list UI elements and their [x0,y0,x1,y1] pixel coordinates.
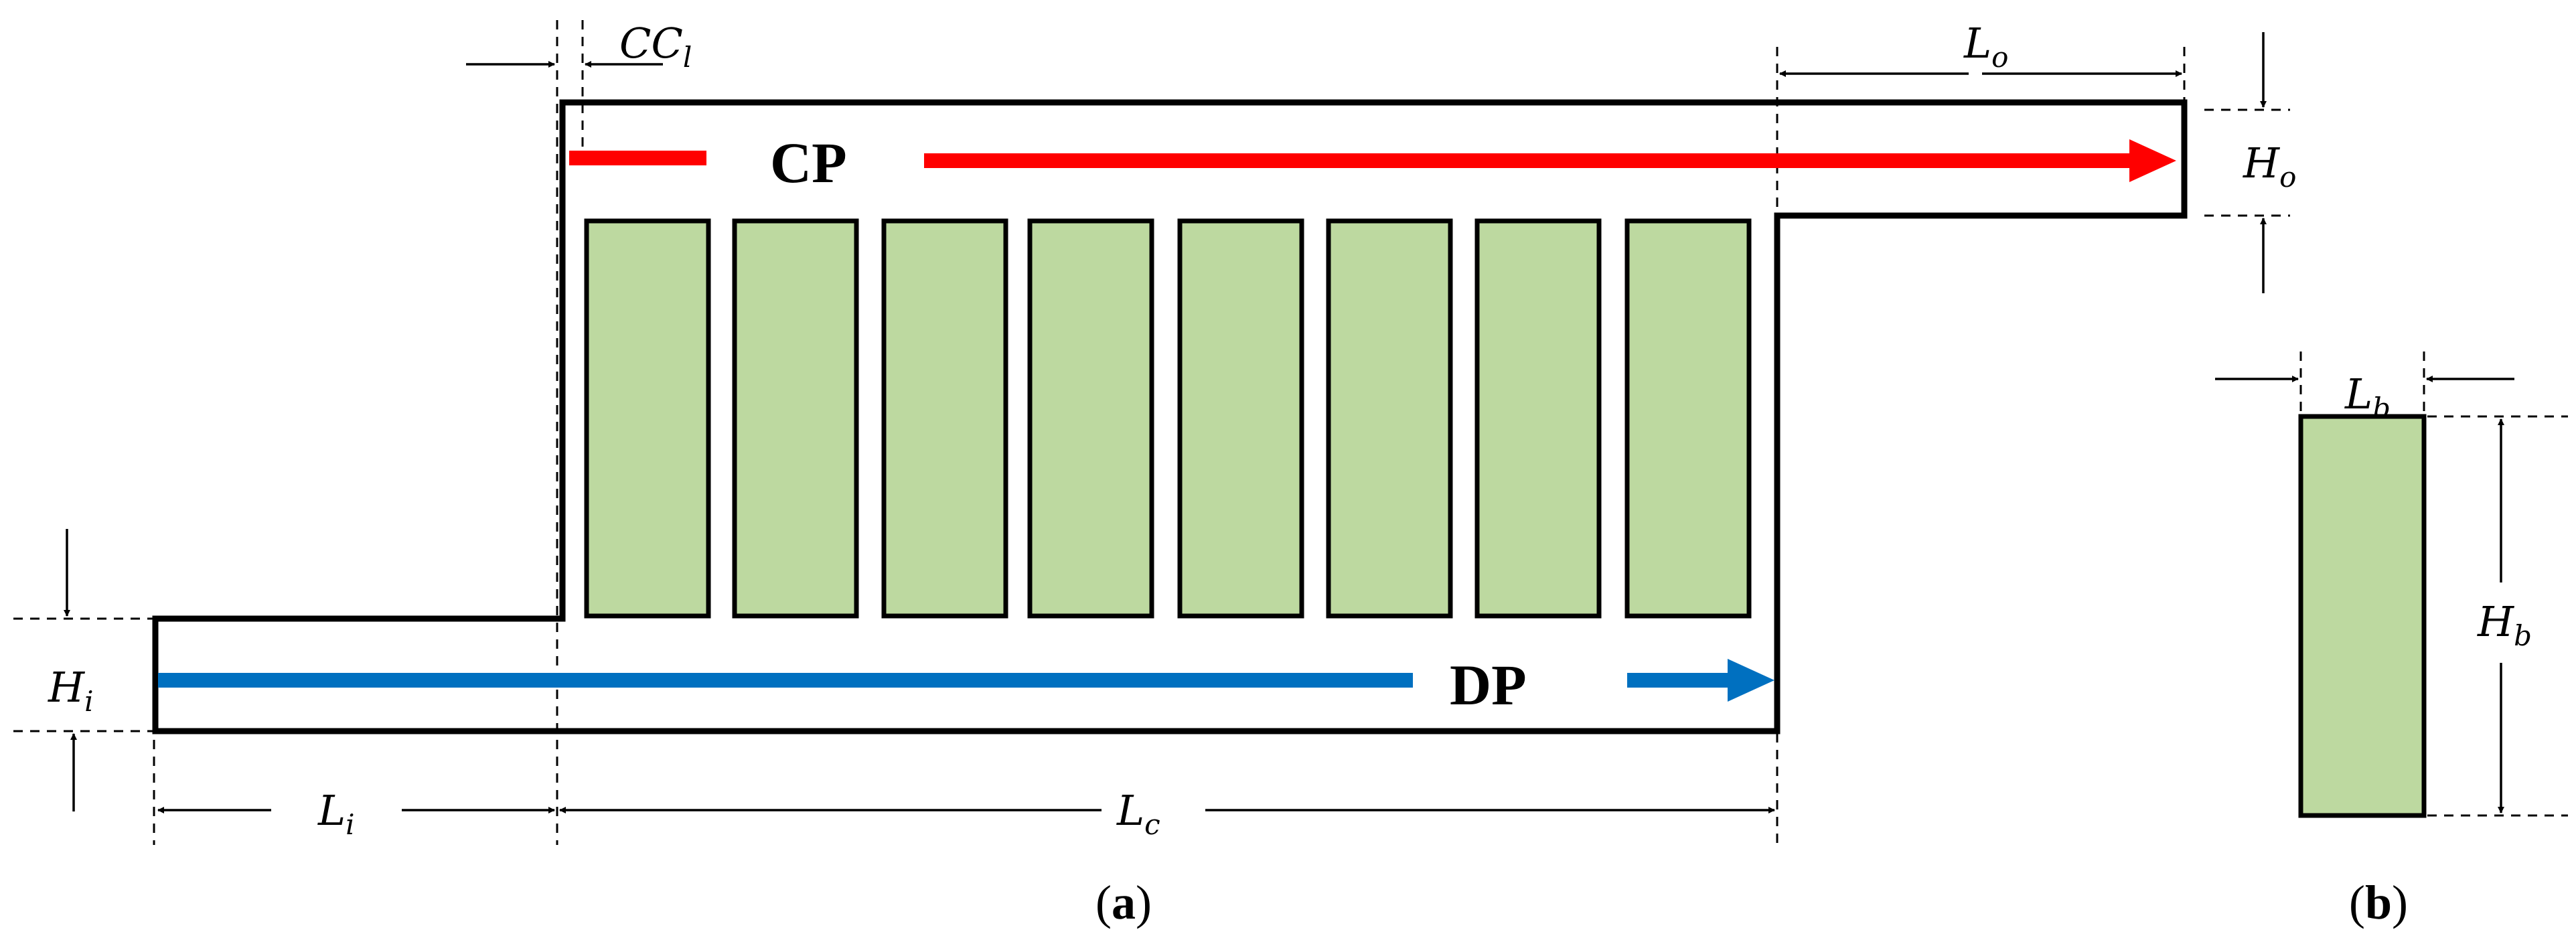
cp-arrow-head [2129,139,2176,182]
battery-cell [1624,218,1752,619]
battery-cell [584,218,711,619]
ho-label: Ho [2243,139,2296,193]
lb-dimension: Lb [2215,370,2514,424]
dp-label: DP [1450,653,1527,717]
hi-label: Hi [48,663,94,718]
cp-flow: CP [569,131,2176,195]
dp-arrow-head [1728,659,1774,702]
channel-outline [152,99,2188,734]
battery-cell [1326,218,1453,619]
panel-b-caption: (b) [2349,876,2408,929]
panel-b-extension-lines [2299,352,2568,817]
lb-label: Lb [2344,370,2391,424]
panel-a-caption: (a) [1095,876,1152,929]
battery-cell [1027,218,1154,619]
battery-cell [1474,218,1602,619]
li-label: Li [317,786,355,841]
lo-label: Lo [1963,19,2008,74]
extension-lines [13,20,2290,845]
lo-dimension: Lo [1779,19,2182,77]
hb-dimension: Hb [2477,418,2532,813]
battery-cell [1177,218,1304,619]
lc-dimension: Lc [559,786,1775,841]
ho-dimension: Ho [2243,32,2296,293]
cc-label: CCl [619,19,692,74]
single-battery-cell [2298,414,2427,818]
battery-cell [881,218,1008,619]
battery-cell [732,218,859,619]
dp-flow: DP [158,653,1774,717]
li-dimension: Li [157,786,555,841]
lc-label: Lc [1116,786,1160,841]
hb-label: Hb [2477,597,2532,652]
cp-label: CP [770,131,847,195]
battery-cells [584,218,1752,619]
cc-dimension: CCl [466,19,692,74]
hi-dimension: Hi [48,529,94,811]
